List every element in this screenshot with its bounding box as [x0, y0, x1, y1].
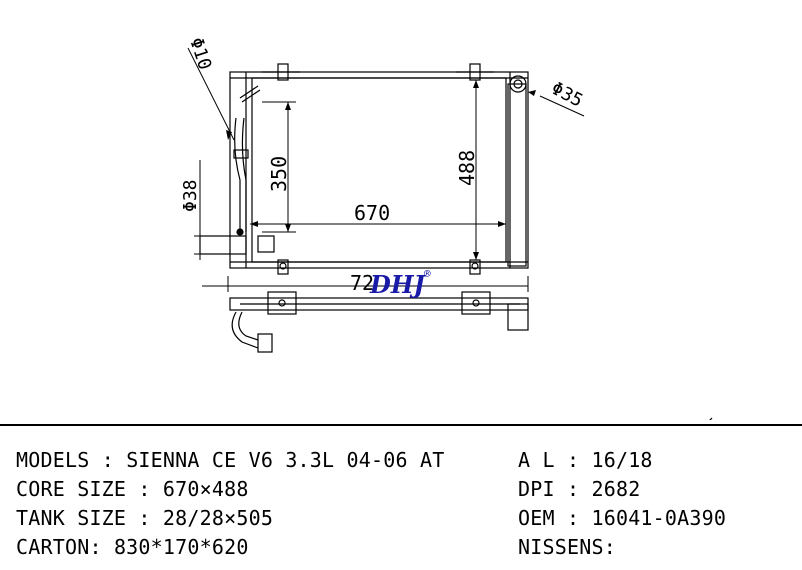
spec-label: TANK SIZE [16, 506, 127, 530]
spec-value: SIENNA CE V6 3.3L 04-06 AT [126, 448, 445, 472]
spec-column-left: MODELS : SIENNA CE V6 3.3L 04-06 AT CORE… [16, 446, 444, 562]
dim-label-d38: Φ38 [180, 179, 201, 212]
bottom-bracket-left [277, 259, 289, 275]
bottom-bracket-right [469, 259, 481, 275]
spec-column-right: A L : 16/18 DPI : 2682 OEM : 16041-0A390… [518, 446, 726, 562]
right-tank [507, 83, 527, 267]
dim-label-d35: Φ35 [548, 78, 587, 112]
radiator-technical-drawing: Φ10 Φ35 Φ38 350 488 670 72 DHJ ® [180, 35, 713, 420]
dhj-logo: DHJ [369, 270, 426, 299]
plan-view-right-tank [507, 303, 529, 331]
spec-row-nissens: NISSENS: [518, 535, 616, 559]
dim-label-670: 670 [354, 201, 390, 225]
spec-label: OEM [518, 506, 555, 530]
outlet-pipe [199, 235, 247, 255]
spec-value: 28/28×505 [162, 506, 274, 530]
spec-label: A L [518, 448, 555, 472]
spec-value: 670×488 [162, 477, 249, 501]
spec-label: DPI [518, 477, 555, 501]
spec-row-core-size: CORE SIZE : 670×488 [16, 477, 249, 501]
plan-view-hose [231, 311, 259, 349]
spec-value: 830*170*620 [113, 535, 249, 559]
spec-value: 16/18 [591, 448, 653, 472]
spec-row-al: A L : 16/18 [518, 448, 653, 472]
spec-label: CORE SIZE [16, 477, 127, 501]
section-divider [0, 424, 802, 426]
spec-row-dpi: DPI : 2682 [518, 477, 641, 501]
spec-row-models: MODELS : SIENNA CE V6 3.3L 04-06 AT [16, 448, 445, 472]
spec-row-carton: CARTON: 830*170*620 [16, 535, 249, 559]
spec-table: MODELS : SIENNA CE V6 3.3L 04-06 AT CORE… [16, 446, 796, 566]
spec-row-tank-size: TANK SIZE : 28/28×505 [16, 506, 274, 530]
radiator-outer-frame [229, 71, 529, 269]
spec-label: NISSENS [518, 535, 604, 559]
spec-value: 16041-0A390 [591, 506, 727, 530]
dim-label-d10: Φ10 [185, 35, 215, 72]
registered-mark: ® [424, 267, 431, 280]
spec-row-oem: OEM : 16041-0A390 [518, 506, 727, 530]
spec-label: CARTON [16, 535, 90, 559]
dim-label-72x: 72 [350, 271, 374, 295]
dim-label-488: 488 [455, 150, 479, 186]
spec-value: 2682 [591, 477, 641, 501]
dim-label-350: 350 [267, 156, 291, 192]
spec-label: MODELS [16, 448, 90, 472]
left-hose [234, 117, 241, 232]
filler-cap [509, 75, 527, 93]
